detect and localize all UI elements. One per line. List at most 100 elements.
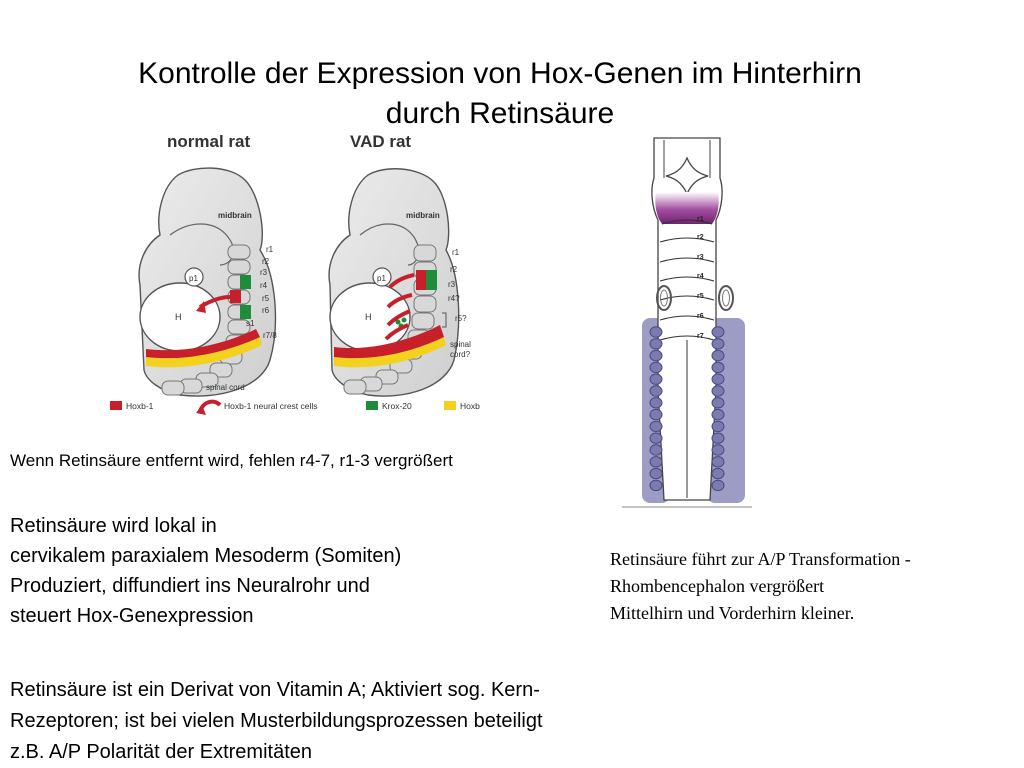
legend-krox20-label: Krox-20	[382, 401, 412, 411]
somite	[649, 408, 663, 421]
vad-head-fold	[359, 223, 420, 266]
somite	[711, 397, 725, 409]
purple-gradient-band	[655, 192, 719, 224]
neural-tube-inner-line	[663, 140, 711, 178]
vad-label-r1: r1	[452, 248, 460, 257]
paragraph-2-line: Retinsäure ist ein Derivat von Vitamin A…	[10, 679, 540, 701]
normal-label-r1: r1	[266, 245, 274, 254]
title-line-1: Kontrolle der Expression von Hox-Genen i…	[138, 57, 862, 91]
somite	[711, 467, 725, 480]
figure-caption-right: Retinsäure führt zur A/P Transformation …	[610, 546, 911, 627]
otic-vesicle-right	[718, 285, 734, 311]
paragraph-1-line: cervikalem paraxialem Mesoderm (Somiten)	[10, 545, 402, 567]
embryo-figure: normal rat midbrain p1 H r1	[110, 132, 480, 415]
figure-legend: Hoxb-1 Hoxb-1 neural crest cells Krox-20…	[110, 399, 480, 415]
normal-label-r3: r3	[260, 268, 268, 277]
vad-yellow-band	[334, 337, 446, 368]
paragraph-retinoic-acid-source: Retinsäure wird lokal in cervikalem para…	[10, 511, 401, 631]
normal-label-s1: s1	[246, 319, 255, 328]
normal-label-r6: r6	[262, 306, 270, 315]
somite	[649, 397, 663, 409]
vad-label-r4q: r4?	[448, 294, 460, 303]
vad-label-midbrain: midbrain	[406, 211, 440, 220]
rhombomere-label-r5: r5	[697, 293, 704, 300]
somite	[649, 361, 663, 374]
vad-label-cord: cord?	[450, 350, 471, 359]
normal-rat-title: normal rat	[167, 132, 250, 151]
legend-crest-label: Hoxb-1 neural crest cells	[224, 401, 318, 411]
somite	[711, 349, 725, 362]
somite	[711, 326, 725, 338]
paragraph-1-line: steuert Hox-Genexpression	[10, 605, 254, 627]
vad-krox20-dot-2	[401, 317, 407, 323]
vad-label-p1: p1	[377, 274, 386, 283]
somite	[711, 420, 725, 433]
rhombomere-label-r1: r1	[697, 216, 704, 223]
neural-tube-outline	[651, 137, 723, 501]
somite	[649, 467, 663, 480]
somite	[649, 444, 663, 456]
normal-arrowhead	[196, 301, 206, 313]
normal-label-midbrain: midbrain	[218, 211, 252, 220]
vad-bracket	[442, 312, 447, 328]
vad-p1	[372, 267, 392, 287]
vad-rat-title: VAD rat	[350, 132, 411, 151]
normal-label-r5: r5	[262, 294, 270, 303]
vad-label-r5q: r5?	[455, 314, 467, 323]
somite	[649, 432, 663, 444]
otic-vesicle-right-inner	[722, 289, 730, 307]
vad-krox20-dot-1	[395, 319, 401, 325]
neural-tube-figure: r1 r2 r3 r4 r5 r6 r7	[622, 137, 752, 508]
page-title: Kontrolle der Expression von Hox-Genen i…	[0, 54, 1000, 134]
rhombomere-label-r2: r2	[697, 234, 704, 241]
vad-label-r3: r3	[448, 280, 456, 289]
normal-head-fold	[169, 223, 234, 266]
vad-krox20-r3	[426, 270, 437, 290]
paragraph-vitamin-a: Retinsäure ist ein Derivat von Vitamin A…	[10, 675, 543, 768]
caption-2-line: Rhombencephalon vergrößert	[610, 576, 825, 596]
otic-vesicle-left	[656, 285, 672, 311]
normal-label-r4: r4	[260, 281, 268, 290]
somite	[649, 373, 663, 385]
somite	[711, 338, 725, 350]
somite	[711, 361, 725, 374]
vad-label-spinal: spinal	[450, 340, 471, 349]
somite	[711, 456, 725, 468]
rhombomere-label-r3: r3	[697, 254, 704, 261]
rhombomere-label-r6: r6	[697, 313, 704, 320]
figure-caption-left: Wenn Retinsäure entfernt wird, fehlen r4…	[10, 451, 453, 470]
normal-red-band	[146, 329, 260, 359]
normal-label-spinal-cord: spinal cord	[206, 383, 245, 392]
somite	[649, 385, 663, 397]
somite	[711, 408, 725, 421]
vad-label-h: H	[365, 312, 372, 322]
title-line-2: durch Retinsäure	[385, 97, 615, 131]
rhombomere-labels: r1 r2 r3 r4 r5 r6 r7	[697, 216, 704, 340]
legend-hoxb-swatch	[444, 401, 456, 410]
paragraph-2-line: Rezeptoren; ist bei vielen Musterbildung…	[10, 710, 543, 732]
paragraph-1-line: Retinsäure wird lokal in	[10, 515, 217, 537]
somite	[649, 420, 663, 433]
somite	[649, 456, 663, 468]
vad-red-band	[334, 325, 444, 359]
somite	[649, 349, 663, 362]
normal-hoxb1-r4	[230, 290, 241, 303]
normal-label-p1: p1	[189, 274, 198, 283]
vad-label-r2: r2	[450, 265, 458, 274]
normal-rat-panel: normal rat midbrain p1 H r1	[138, 132, 277, 397]
rhombomere-label-r4: r4	[697, 273, 704, 280]
somite	[711, 385, 725, 397]
somite	[711, 432, 725, 444]
normal-p1	[184, 267, 204, 287]
vad-hoxb1-r4	[416, 270, 426, 290]
legend-hoxb1-swatch	[110, 401, 122, 410]
legend-arrowhead	[196, 405, 206, 415]
somite	[649, 479, 663, 492]
somites	[649, 326, 725, 492]
somite	[711, 373, 725, 385]
legend-krox20-swatch	[366, 401, 378, 410]
normal-krox20-r3	[240, 275, 251, 289]
rhombomere-label-r7: r7	[697, 333, 704, 340]
paragraph-1-line: Produziert, diffundiert ins Neuralrohr u…	[10, 575, 370, 597]
vad-neural-crest-arrows	[384, 273, 415, 341]
